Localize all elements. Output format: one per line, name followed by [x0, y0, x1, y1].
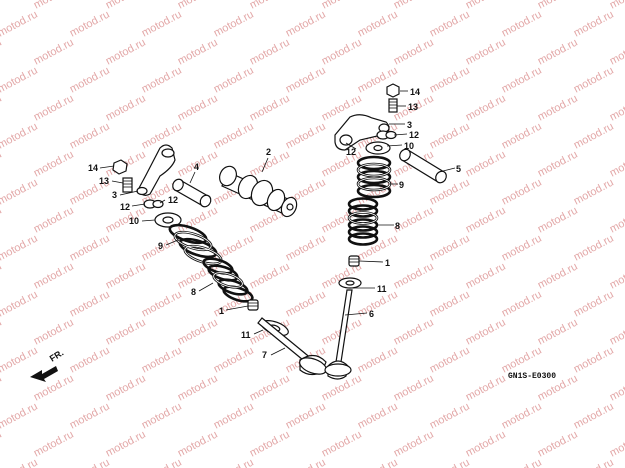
left-lock-nut — [112, 159, 128, 175]
callout-left-cotter-a: 12 — [120, 202, 130, 212]
left-rocker-arm — [136, 144, 176, 196]
callout-numbers: 14 13 3 12 12 10 9 8 1 11 7 4 2 14 13 3 … — [88, 87, 461, 360]
right-lock-nut — [386, 83, 400, 98]
left-inner-spring — [202, 257, 254, 303]
callout-right-valve: 6 — [369, 309, 374, 319]
left-outer-spring — [168, 223, 223, 266]
callout-right-rocker-arm: 3 — [407, 120, 412, 130]
callout-left-cotter-b: 12 — [168, 195, 178, 205]
callout-left-valve: 7 — [262, 350, 267, 360]
left-intake-valve — [257, 317, 327, 376]
callout-camshaft: 2 — [266, 147, 271, 157]
callout-left-inner-spring: 8 — [191, 287, 196, 297]
right-stem-seal — [348, 255, 360, 267]
callout-right-rocker-shaft: 5 — [456, 164, 461, 174]
callout-right-cotter-a: 12 — [409, 130, 419, 140]
right-valve-cotters — [376, 130, 397, 140]
left-rocker-shaft — [172, 178, 212, 208]
right-rocker-shaft — [399, 148, 447, 184]
callout-right-retainer: 10 — [404, 141, 414, 151]
callout-right-adjuster-screw: 13 — [408, 102, 418, 112]
right-adjuster-screw — [388, 98, 398, 113]
right-outer-spring — [356, 155, 392, 199]
callout-left-rocker-arm: 3 — [112, 190, 117, 200]
callout-right-lock-nut: 14 — [410, 87, 420, 97]
front-label: FR. — [48, 348, 66, 364]
callout-left-lock-nut: 14 — [88, 163, 98, 173]
callout-left-retainer: 10 — [129, 216, 139, 226]
right-spring-retainer — [365, 141, 391, 155]
right-exhaust-valve — [324, 289, 353, 380]
callout-left-stem-seal: 1 — [219, 306, 224, 316]
callout-right-stem-seal: 1 — [385, 258, 390, 268]
callout-right-inner-spring: 8 — [395, 221, 400, 231]
callout-left-outer-spring: 9 — [158, 241, 163, 251]
callout-left-adjuster-screw: 13 — [99, 176, 109, 186]
front-direction-arrow: FR. — [30, 348, 65, 382]
camshaft — [219, 165, 298, 218]
left-adjuster-screw — [122, 177, 133, 193]
callout-right-outer-spring: 9 — [399, 180, 404, 190]
callout-right-spring-seat: 11 — [377, 284, 387, 294]
right-spring-seat — [338, 277, 362, 289]
right-rocker-arm — [334, 114, 390, 151]
left-spring-retainer — [154, 212, 182, 228]
left-stem-seal — [247, 299, 259, 311]
callout-right-cotter-b: 12 — [346, 147, 356, 157]
callout-left-rocker-shaft: 4 — [194, 162, 199, 172]
left-valve-cotters — [143, 199, 164, 209]
callout-left-spring-seat: 11 — [241, 330, 251, 340]
diagram-code: GN1S-E0300 — [508, 372, 556, 381]
leader-lines — [99, 90, 456, 356]
right-inner-spring — [347, 197, 379, 246]
